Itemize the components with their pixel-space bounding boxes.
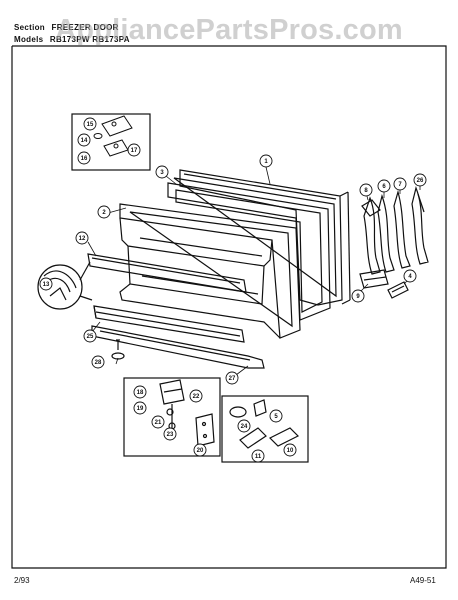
callout-number-15: 15	[87, 122, 94, 128]
callout-19	[133, 401, 147, 415]
callout-number-6: 6	[382, 184, 386, 190]
callout-15	[83, 117, 97, 131]
footer-date: 2/93	[14, 576, 30, 585]
callout-4	[403, 269, 417, 283]
callout-number-24: 24	[241, 424, 248, 430]
cam-parts	[229, 399, 300, 449]
screw-part	[111, 339, 125, 360]
callout-number-8: 8	[364, 188, 368, 194]
callout-27	[225, 371, 239, 385]
callout-3	[155, 165, 169, 179]
handle-part-8	[361, 196, 381, 275]
callout-number-7: 7	[398, 182, 402, 188]
section-label: Section	[14, 23, 45, 32]
models-value: RB173PW RB173PA	[49, 35, 130, 44]
plug-part	[387, 281, 409, 299]
inset-box-cam-parts	[221, 395, 309, 463]
handle-part-7	[393, 189, 411, 269]
callout-circles	[39, 117, 427, 463]
door-liner	[119, 203, 301, 339]
callout-number-19: 19	[137, 406, 144, 412]
callout-25	[83, 329, 97, 343]
top-inset-parts	[93, 115, 133, 157]
callout-number-21: 21	[155, 420, 162, 426]
models-label: Models	[14, 35, 44, 44]
callout-number-12: 12	[79, 236, 86, 242]
section-line: Section FREEZER DOOR	[14, 23, 119, 32]
callout-number-14: 14	[81, 138, 88, 144]
page-frame	[11, 45, 447, 569]
models-line: Models RB173PW RB173PA	[14, 35, 130, 44]
callout-1	[259, 154, 273, 168]
callout-13	[39, 277, 53, 291]
watermark: AppliancePartsPros.com	[55, 14, 403, 46]
callout-number-25: 25	[87, 334, 94, 340]
callout-6	[377, 179, 391, 193]
callout-number-5: 5	[274, 414, 278, 420]
bottom-trim-panel	[93, 305, 245, 343]
inset-box-hinge-top	[71, 113, 151, 171]
callout-11	[251, 449, 265, 463]
callout-23	[163, 427, 177, 441]
callout-24	[237, 419, 251, 433]
callout-28	[91, 355, 105, 369]
callout-number-28: 28	[95, 360, 102, 366]
callout-number-27: 27	[229, 376, 236, 382]
callout-number-20: 20	[197, 448, 204, 454]
section-value: FREEZER DOOR	[51, 23, 119, 32]
callout-20	[193, 443, 207, 457]
callout-number-10: 10	[287, 448, 294, 454]
footer-code: A49-51	[410, 576, 436, 585]
callout-number-13: 13	[43, 282, 50, 288]
callout-number-16: 16	[81, 156, 88, 162]
callout-8	[359, 183, 373, 197]
callout-number-3: 3	[160, 170, 164, 176]
hinge-block	[359, 269, 389, 289]
hinge-plate	[195, 413, 215, 447]
hinge-bracket	[159, 379, 185, 434]
callout-number-22: 22	[193, 394, 200, 400]
callout-7	[393, 177, 407, 191]
callout-26	[413, 173, 427, 187]
callout-2	[97, 205, 111, 219]
callout-21	[151, 415, 165, 429]
callout-10	[283, 443, 297, 457]
callout-number-1: 1	[264, 159, 268, 165]
handle-part-6	[377, 193, 395, 273]
gasket-detail-circle	[37, 261, 93, 310]
handle-part-26	[411, 186, 429, 265]
callout-9	[351, 289, 365, 303]
callout-18	[133, 385, 147, 399]
callout-5	[269, 409, 283, 423]
callout-number-23: 23	[167, 432, 174, 438]
callout-number-26: 26	[417, 178, 424, 184]
callout-number-18: 18	[137, 390, 144, 396]
callout-12	[75, 231, 89, 245]
callout-number-17: 17	[131, 148, 138, 154]
door-frame	[167, 182, 331, 321]
inset-box-hinge-bottom	[123, 377, 221, 457]
callout-14	[77, 133, 91, 147]
callout-number-9: 9	[356, 294, 360, 300]
callout-16	[77, 151, 91, 165]
callout-22	[189, 389, 203, 403]
callout-number-2: 2	[102, 210, 106, 216]
callout-number-4: 4	[408, 274, 412, 280]
callout-number-11: 11	[255, 454, 262, 460]
